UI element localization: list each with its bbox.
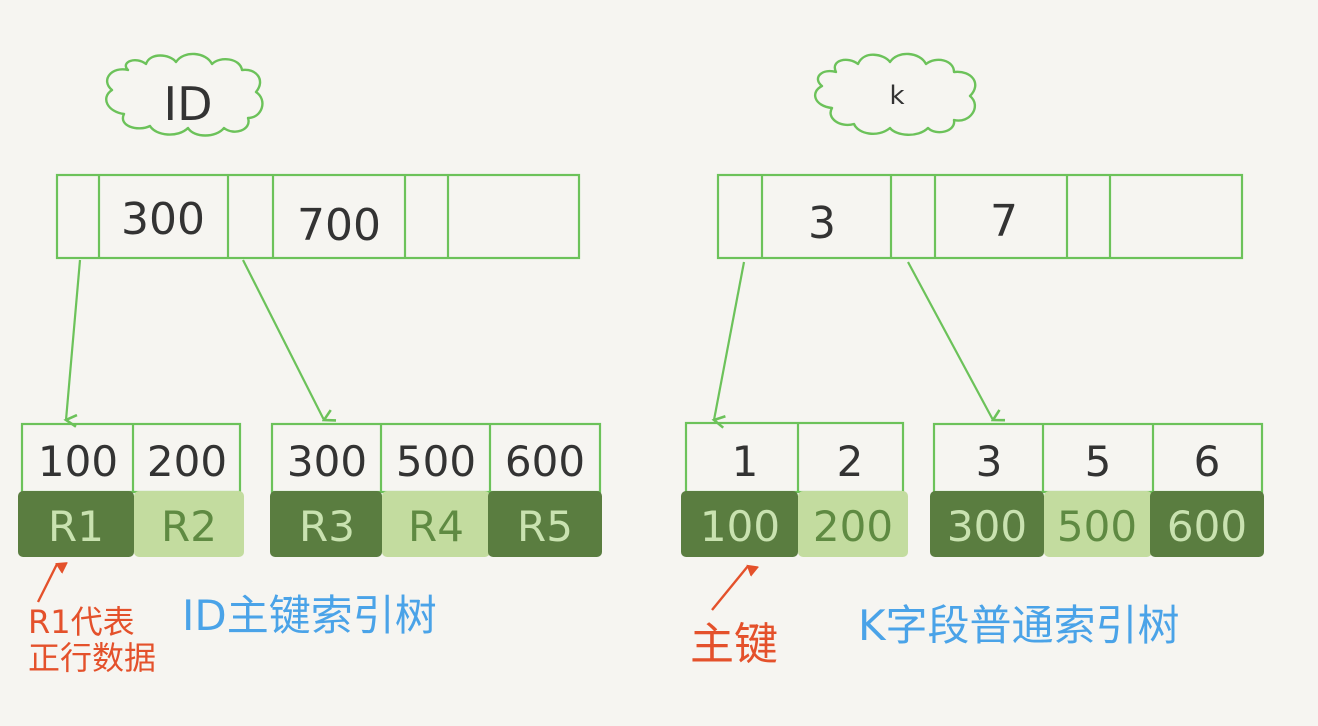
right-note: 主键: [690, 619, 778, 670]
root-key: 3: [808, 198, 836, 249]
value-cell-dark: [681, 491, 798, 557]
row-value: R1: [48, 502, 104, 551]
root-key: 300: [121, 194, 205, 245]
cloud-label: ID: [164, 77, 213, 131]
row-value: R4: [408, 502, 464, 551]
value-cell-light: [382, 491, 490, 557]
right-tree-caption: K字段普通索引树: [858, 601, 1180, 650]
row-value: R5: [517, 502, 573, 551]
row-value: R2: [161, 502, 217, 551]
cloud-shape: [813, 52, 977, 136]
value-cell-light: [798, 491, 908, 557]
pointer-arrow: [714, 261, 746, 420]
annotation-arrow: [711, 566, 748, 611]
value-cell-dark: [930, 491, 1044, 557]
pk-value: 600: [1167, 502, 1247, 551]
leaf-node: [681, 421, 908, 557]
root-key: 7: [990, 196, 1018, 247]
value-cell-dark: [488, 491, 602, 557]
root-node: [55, 173, 581, 260]
cloud-label: k: [889, 81, 904, 111]
leaf-node: [270, 422, 602, 557]
leaf-key: 3: [976, 437, 1003, 486]
leaf-key: 1: [732, 437, 759, 486]
leaf-key: 100: [38, 437, 118, 486]
leaf-key: 2: [837, 437, 864, 486]
root-node: [716, 173, 1244, 260]
value-cell-dark: [270, 491, 382, 557]
pointer-arrow: [242, 259, 324, 420]
right-tree: k 3 7 1 2 100 200: [681, 52, 1264, 611]
row-value: R3: [299, 502, 355, 551]
leaf-key: 200: [147, 437, 227, 486]
leaf-key: 600: [505, 437, 585, 486]
left-note-line2: 正行数据: [28, 639, 157, 677]
leaf-node: [930, 422, 1264, 557]
value-cell-light: [1044, 491, 1152, 557]
pointer-arrow: [907, 261, 993, 420]
pk-value: 500: [1057, 502, 1137, 551]
leaf-node: [18, 422, 244, 557]
value-cell-dark: [1150, 491, 1264, 557]
cloud-shape: [105, 52, 264, 137]
pk-value: 100: [700, 502, 780, 551]
left-tree: ID 300 700 100 200 R1 R2: [18, 52, 602, 603]
leaf-key: 300: [287, 437, 367, 486]
pk-value: 200: [813, 502, 893, 551]
pointer-arrow: [66, 259, 82, 420]
leaf-key: 500: [396, 437, 476, 486]
root-key: 700: [297, 200, 381, 251]
left-note-line1: R1代表: [28, 603, 135, 641]
leaf-key: 5: [1085, 437, 1112, 486]
value-cell-light: [134, 491, 244, 557]
value-cell-dark: [18, 491, 134, 557]
left-tree-caption: ID主键索引树: [182, 591, 437, 640]
pk-value: 300: [947, 502, 1027, 551]
leaf-key: 6: [1194, 437, 1221, 486]
annotation-arrow: [36, 564, 57, 603]
